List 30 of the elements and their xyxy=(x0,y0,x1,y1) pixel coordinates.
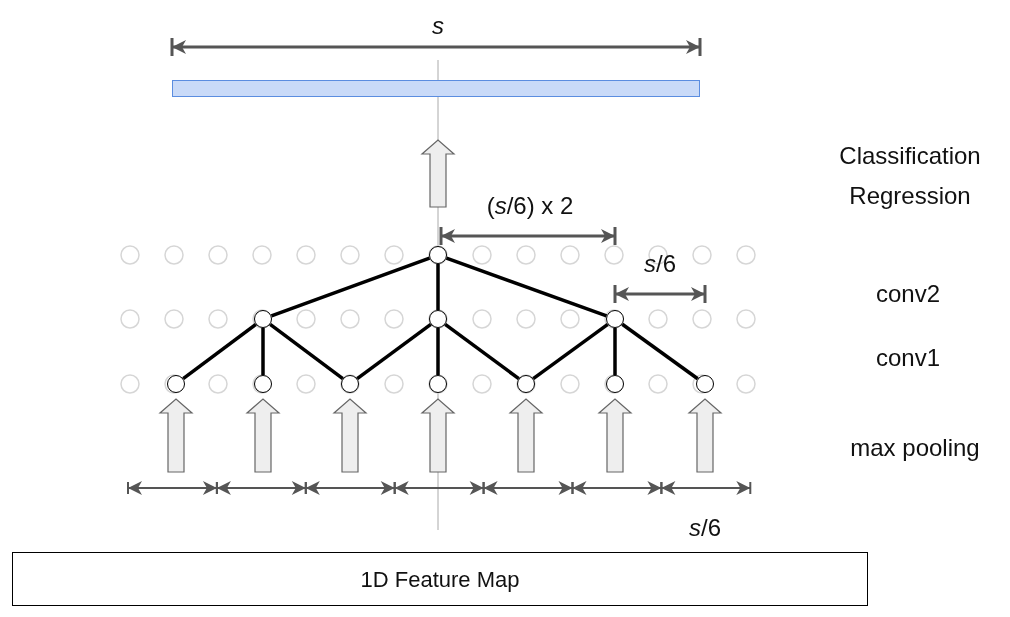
connector-line xyxy=(436,328,440,375)
connector-line xyxy=(445,256,608,318)
connector-line xyxy=(436,264,440,310)
dimension-label: (s/6) x 2 xyxy=(485,191,575,221)
block-arrow xyxy=(245,398,281,473)
block-arrow xyxy=(687,398,723,473)
connector-line xyxy=(532,322,609,381)
connector-line xyxy=(261,328,265,375)
connector-line xyxy=(444,322,520,381)
dimension-label: s/6 xyxy=(688,513,722,543)
connector-line xyxy=(621,322,699,381)
connector-line xyxy=(269,323,344,380)
output-bar xyxy=(172,80,700,97)
feature-map-box: 1D Feature Map xyxy=(12,552,868,606)
block-arrow xyxy=(420,398,456,473)
connector-line xyxy=(182,323,257,380)
layer-label: max pooling xyxy=(849,433,981,463)
connector-line xyxy=(356,322,432,381)
layer-label: conv2 xyxy=(874,279,941,309)
block-arrow xyxy=(508,398,544,473)
layer-label: Classification Regression xyxy=(838,141,982,211)
block-arrow xyxy=(158,398,194,473)
block-arrow xyxy=(332,398,368,473)
connector-line xyxy=(270,256,431,318)
dimension-label: s/6 xyxy=(643,249,677,279)
block-arrow xyxy=(597,398,633,473)
connector-line xyxy=(613,328,617,375)
dimension-label: s xyxy=(431,11,445,41)
layer-label: conv1 xyxy=(874,343,941,373)
block-arrow xyxy=(420,139,456,208)
